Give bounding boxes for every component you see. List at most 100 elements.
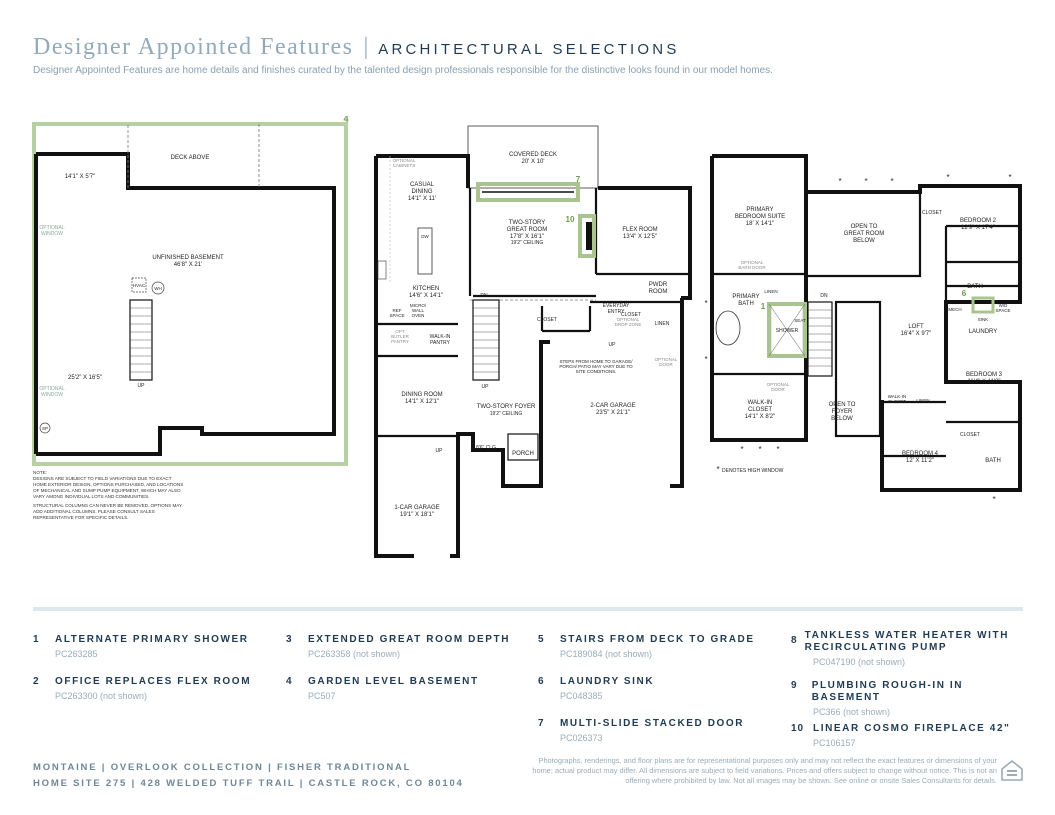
kitchen-dim: 14'6" X 14'1"	[409, 293, 443, 299]
window2-l2: WINDOW	[41, 392, 63, 398]
feature-number: 1	[33, 634, 40, 645]
open-great-l1: OPEN TO	[851, 224, 878, 230]
feature-number: 7	[538, 718, 545, 729]
open-foyer-l2: FOYER	[832, 409, 853, 415]
great-room-l2: GREAT ROOM	[507, 227, 547, 233]
bedroom2-dim: 12'9" X 17'4"	[961, 225, 995, 231]
micro-l3: OVEN	[412, 313, 425, 318]
star-mark: *	[776, 445, 779, 454]
stair-treads	[130, 307, 152, 373]
flex-room-label: FLEX ROOM	[622, 227, 657, 233]
page-header: Designer Appointed Features | ARCHITECTU…	[33, 34, 1023, 76]
drop-l2: DROP ZONE	[615, 322, 642, 327]
feature-number: 5	[538, 634, 545, 645]
feature-title: GARDEN LEVEL BASEMENT	[308, 676, 479, 687]
shower-label: SHOWER	[776, 328, 799, 334]
feature-code: PC263300 (not shown)	[55, 691, 148, 701]
opt-door-l1: OPTIONAL	[655, 357, 678, 362]
steps-l1: STEPS FROM HOME TO GARAGE/	[559, 359, 633, 364]
feature-number: 2	[33, 676, 40, 687]
dining-room-dim: 14'1" X 12'1"	[405, 399, 439, 405]
title-separator: |	[363, 34, 369, 60]
micro-l2: WALL	[412, 308, 425, 313]
feature-title: OFFICE REPLACES FLEX ROOM	[55, 676, 252, 687]
upper-closet-a: CLOSET	[922, 210, 942, 216]
dw-label: DW	[421, 234, 429, 239]
barn-l1: OPTIONAL	[741, 260, 764, 265]
bedroom3-dim: 11'4" X 11'2"	[967, 379, 1000, 385]
water-heater-icon	[151, 281, 165, 295]
upper-stair	[807, 301, 833, 377]
unfinished-name: UNFINISHED BASEMENT	[152, 255, 224, 261]
feature-code: PC263358 (not shown)	[308, 649, 401, 659]
room-lower-dim: 25'2" X 16'5"	[68, 375, 102, 381]
stair-up-label: UP	[138, 383, 146, 389]
basement-plan: 4 DECK ABOVE 14'1" X 5'7" OPTIONAL WINDO…	[32, 116, 349, 520]
page-title: Designer Appointed Features	[33, 34, 354, 60]
upper-dn-label: DN	[820, 293, 828, 299]
feature-item: 2 OFFICE REPLACES FLEX ROOM PC263300 (not…	[33, 676, 273, 701]
open-great-l2: GREAT ROOM	[844, 231, 884, 237]
wd-l2: SPACE	[996, 308, 1011, 313]
bath-a-label: BATH	[967, 284, 983, 290]
floor-plan-drawing: 4 DECK ABOVE 14'1" X 5'7" OPTIONAL WINDO…	[32, 116, 1022, 558]
linen-b-label: LINEN	[916, 398, 929, 403]
fireplace-icon	[586, 222, 592, 250]
clg-label: 8'6" CLG	[476, 445, 496, 451]
star-mark: *	[992, 495, 995, 504]
upper-stair-treads	[808, 309, 832, 367]
laundry-label: LAUNDRY	[969, 329, 998, 335]
opt-cab-l2: CABINETS	[393, 163, 416, 168]
note-line: HOME EXTERIOR DESIGN, OPTIONS PURCHASED,…	[33, 482, 183, 487]
high-window-stars: * * * * * * * * * * * *	[704, 173, 1011, 504]
steps-l2: PORCH/ PATIO MAY VARY DUE TO	[559, 364, 633, 369]
casual-dining-dim: 14'1" X 11'	[408, 196, 436, 202]
covered-deck-dim: 20' X 10'	[522, 159, 545, 165]
primary-suite-dim: 18' X 14'1"	[746, 221, 774, 227]
dn-label: DN	[480, 293, 488, 299]
feature-code: PC047190 (not shown)	[813, 657, 906, 667]
marker-1: 1	[761, 302, 766, 311]
butler-l1: OPT	[395, 329, 405, 334]
ref-l1: REF	[393, 308, 402, 313]
basement-note: NOTE: DESIGNS ARE SUBJECT TO FIELD VARIA…	[33, 470, 183, 520]
feature-title: ALTERNATE PRIMARY SHOWER	[55, 634, 249, 645]
upper-opt-door-l2: DOOR	[771, 387, 785, 392]
great-room-dim: 17'8" X 16'1"	[510, 234, 544, 240]
butler-l3: PANTRY	[391, 339, 409, 344]
up-c-label: UP	[436, 448, 444, 454]
wh-label: WH	[154, 286, 162, 291]
porch-label: PORCH	[512, 451, 534, 457]
seat-label: SEAT	[794, 318, 806, 323]
walkin-small-l1: WALK-IN	[888, 394, 907, 399]
one-car-label: 1-CAR GARAGE	[394, 505, 439, 511]
star-mark: *	[740, 445, 743, 454]
walk-in-l2: CLOSET	[748, 407, 772, 413]
opt-door-l2: DOOR	[659, 362, 673, 367]
equal-housing-icon	[1001, 759, 1023, 781]
feature-title: PLUMBING ROUGH-IN IN BASEMENT	[811, 680, 964, 703]
bathtub-icon	[715, 310, 741, 346]
hvac-box	[131, 277, 147, 293]
feature-number: 6	[538, 676, 545, 687]
kitchen-label: KITCHEN	[413, 286, 439, 292]
foyer-label: TWO-STORY FOYER	[477, 404, 536, 410]
butler-l2: BUTLER	[391, 334, 410, 339]
walk-in-l1: WALK-IN	[748, 400, 773, 406]
loft-label: LOFT	[908, 324, 924, 330]
drop-l1: OPTIONAL	[617, 317, 640, 322]
star-mark: *	[704, 299, 707, 308]
feature-title: EXTENDED GREAT ROOM DEPTH	[308, 634, 511, 645]
feature-title: LINEAR COSMO FIREPLACE 42"	[813, 723, 1011, 734]
closet-a-label: CLOSET	[537, 317, 557, 323]
hvac-label: HVAC	[133, 283, 146, 288]
primary-suite-l2: BEDROOM SUITE	[735, 214, 785, 220]
room-small-dim: 14'1" X 5'7"	[65, 174, 96, 180]
bedroom4-dim: 12' X 11'2"	[906, 458, 934, 464]
